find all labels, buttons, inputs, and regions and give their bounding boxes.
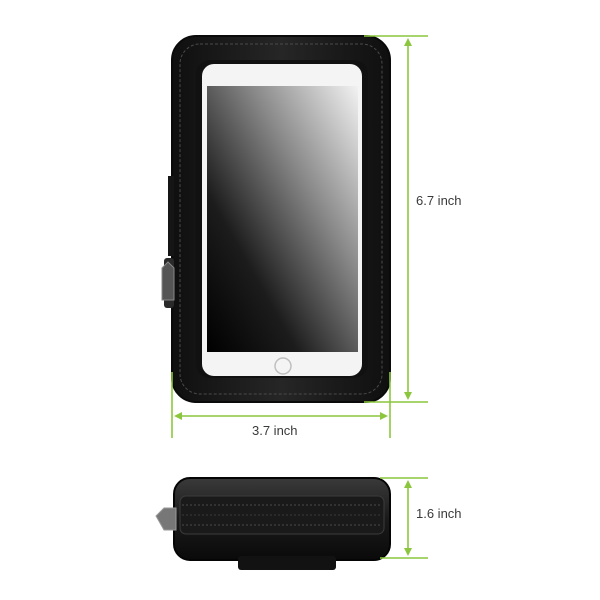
phone-screen [207,86,358,352]
side-zipper-icon [155,507,177,531]
height-dimension [364,35,428,403]
height-label: 6.7 inch [416,193,462,208]
width-label: 3.7 inch [252,423,298,438]
zipper-pull-icon [161,258,175,308]
depth-dimension [380,477,428,559]
width-dimension [171,372,391,438]
phone-case-side [155,477,391,570]
phone-case-front [161,35,391,403]
depth-label: 1.6 inch [416,506,462,521]
home-button-icon [274,357,292,375]
